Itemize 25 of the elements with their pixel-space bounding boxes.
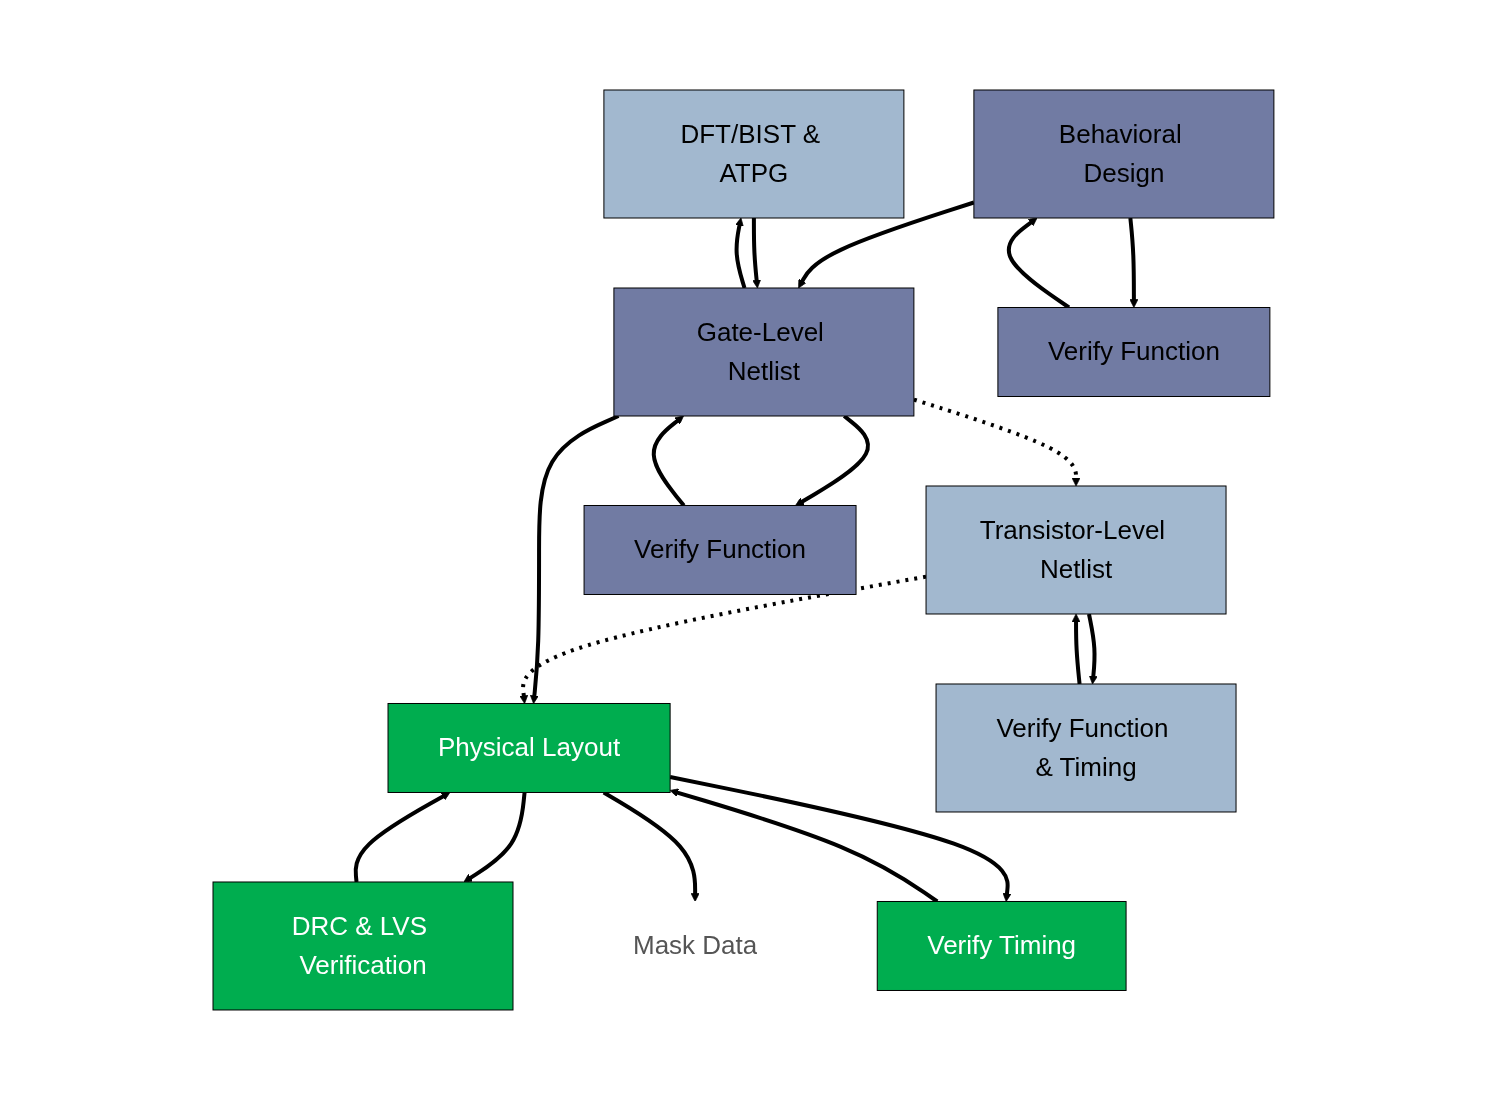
node-text: Mask Data [632, 930, 757, 961]
arrow [463, 792, 527, 883]
node-box: Verify Timing [876, 901, 1127, 991]
arrow [518, 574, 926, 704]
arrow [797, 200, 975, 289]
arrow [1086, 613, 1098, 685]
arrow [1127, 217, 1138, 308]
node-box: Physical Layout [387, 703, 671, 793]
node-box: DFT/BIST & ATPG [602, 89, 904, 219]
node-box: Verify Function & Timing [935, 683, 1237, 813]
arrow [912, 397, 1080, 487]
node-box: Gate-Level Netlist [612, 287, 914, 417]
arrow [669, 774, 1011, 902]
arrow [734, 217, 746, 289]
node-box: Behavioral Design [972, 89, 1274, 219]
node-box: DRC & LVS Verification [212, 881, 514, 1011]
node-box: Verify Function [996, 307, 1270, 397]
arrow [794, 414, 870, 506]
arrow [651, 415, 685, 507]
arrow [529, 414, 619, 704]
arrow [751, 218, 761, 289]
node-box: Verify Function [583, 505, 857, 595]
arrow [353, 792, 450, 883]
node-box: Transistor-Level Netlist [925, 485, 1227, 615]
arrow [1071, 613, 1082, 685]
